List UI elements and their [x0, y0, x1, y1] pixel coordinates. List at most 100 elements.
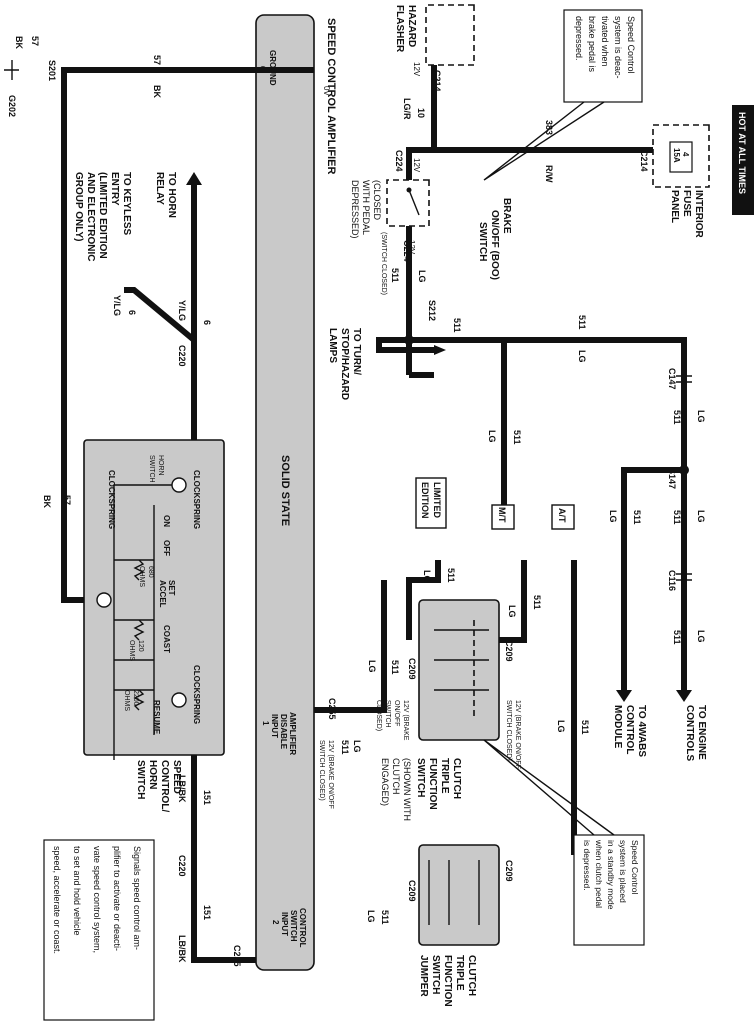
wire-151	[191, 755, 256, 963]
svg-text:OHMS: OHMS	[138, 566, 145, 587]
svg-text:SWITCH CLOSED): SWITCH CLOSED)	[505, 700, 512, 761]
arrow-horn-relay	[186, 172, 202, 185]
wire-bk-ground-label: BK	[14, 36, 24, 49]
horn-internal-branches	[114, 559, 154, 691]
svg-text:FUNCTION: FUNCTION	[427, 758, 438, 810]
clockspring-left-ring	[96, 592, 112, 608]
svg-text:SET: SET	[167, 580, 176, 596]
wire-511-c255-label: 511	[340, 740, 350, 755]
wire-6-label: 6	[202, 320, 212, 325]
dest-abs-label: TO 4WABS CONTROL MODULE	[612, 705, 647, 757]
clutch-jumper-label: CLUTCH TRIPLE FUNCTION SWITCH JUMPER	[418, 955, 477, 1007]
wire-lbbk-b-label: LB/BK	[177, 935, 187, 963]
boo-switch-label: BRAKE ON/OFF (BOO) SWITCH	[477, 198, 512, 280]
r120-label: 120 OHMS	[128, 640, 144, 661]
wire-rw-label: R/W	[544, 165, 554, 183]
voltage-12v-flasher: 12V	[412, 62, 421, 77]
hazard-flasher	[425, 4, 475, 66]
horn-switch-label: SPEED CONTROL/ HORN SWITCH	[135, 760, 182, 812]
hot-at-all-times-label: HOT AT ALL TIMES	[737, 112, 747, 194]
arrow-abs	[616, 690, 632, 702]
resistor-2200	[133, 689, 145, 711]
wire-lgr-label: LG/R	[402, 98, 412, 120]
svg-text:ON/OFF: ON/OFF	[393, 700, 400, 726]
svg-text:STOP/HAZARD: STOP/HAZARD	[339, 328, 350, 400]
wire-511-s147-label: 511	[672, 510, 682, 525]
svg-text:FLASHER: FLASHER	[394, 5, 405, 53]
wire-10-label: 10	[416, 108, 426, 118]
horn-note-box	[43, 839, 155, 1021]
svg-text:ACCEL: ACCEL	[158, 580, 167, 608]
clockspring-top: CLOCKSPRING	[192, 470, 201, 529]
hazard-flasher-label: HAZARD FLASHER	[394, 5, 417, 53]
svg-text:plifier to activate or deacti-: plifier to activate or deacti-	[112, 846, 122, 951]
option-limited-edition	[415, 477, 447, 529]
svg-text:SWITCH: SWITCH	[135, 760, 146, 799]
wire-6-keyless-label: 6	[127, 310, 137, 315]
connector-c147-mark	[676, 375, 692, 383]
svg-text:CONTROL/: CONTROL/	[159, 760, 170, 812]
svg-text:depressed.: depressed.	[574, 16, 584, 61]
limited-edition-label-1: LIMITED	[432, 482, 442, 518]
at-label: A/T	[557, 508, 567, 523]
svg-text:DEPRESSED): DEPRESSED)	[350, 180, 360, 239]
wire-511-mt	[499, 560, 527, 643]
solid-state-label: SOLID STATE	[279, 455, 291, 526]
boo-switch	[386, 179, 430, 227]
wire-lg-boo-label: LG	[417, 270, 427, 283]
on-label: ON	[162, 515, 171, 527]
wire-57-horn-label: 57	[62, 495, 72, 505]
wire-lg-jumper-label: LG	[366, 910, 376, 923]
wire-lg-c147-label: LG	[696, 410, 706, 423]
wire-lg-mt-label: LG	[507, 605, 517, 618]
svg-text:FUSE: FUSE	[681, 190, 692, 217]
svg-text:ON/OFF (BOO): ON/OFF (BOO)	[489, 210, 500, 280]
wire-bk-horn-label: BK	[42, 495, 52, 508]
option-at	[551, 504, 575, 530]
connector-c116-mark	[676, 573, 692, 581]
svg-text:CLUTCH: CLUTCH	[391, 758, 401, 795]
wire-57-top-label: 57	[152, 55, 162, 65]
svg-text:12V (BRAKE ON/OFF: 12V (BRAKE ON/OFF	[327, 740, 334, 809]
svg-text:TO ENGINE: TO ENGINE	[696, 705, 707, 760]
hot-at-all-times-banner	[732, 105, 754, 215]
connector-c214-fuse: C214	[639, 150, 649, 172]
connector-c255-b: C255	[232, 945, 242, 967]
svg-text:speed, accelerate or coast.: speed, accelerate or coast.	[52, 846, 62, 954]
svg-text:CLUTCH: CLUTCH	[451, 758, 462, 799]
svg-text:RELAY: RELAY	[154, 172, 165, 205]
svg-text:HORN: HORN	[147, 760, 158, 789]
clutch-switch-contacts	[434, 629, 489, 691]
set-accel-label: SET ACCEL	[158, 580, 176, 608]
wire-lg-s147-label: LG	[696, 510, 706, 523]
svg-text:Signals speed control am-: Signals speed control am-	[132, 846, 142, 950]
connector-c209-c: C209	[504, 860, 514, 882]
svg-text:OHMS: OHMS	[123, 690, 130, 711]
svg-text:680: 680	[147, 566, 154, 578]
clutch-switch-label: CLUTCH TRIPLE FUNCTION SWITCH	[415, 758, 462, 810]
svg-text:INTERIOR: INTERIOR	[693, 190, 704, 239]
connector-c147: C147	[667, 368, 677, 390]
svg-text:SWITCH: SWITCH	[289, 910, 298, 942]
svg-text:BRAKE: BRAKE	[501, 198, 512, 234]
connector-c209-b: C209	[407, 658, 417, 680]
connector-c224-top: C224	[394, 150, 404, 172]
splice-s212-label: S212	[427, 300, 437, 321]
wire-lg-c255-label: LG	[352, 740, 362, 753]
r680-label: 680 OHMS	[138, 566, 154, 587]
svg-text:(CLOSED: (CLOSED	[372, 180, 382, 221]
svg-text:FUNCTION: FUNCTION	[442, 955, 453, 1007]
svg-text:(LIMITED EDITION: (LIMITED EDITION	[97, 172, 108, 259]
wire-57-ground-label: 57	[30, 36, 40, 46]
svg-text:ENTRY: ENTRY	[109, 172, 120, 206]
boo-note-pointer	[483, 101, 605, 181]
svg-text:Speed Control: Speed Control	[630, 840, 640, 894]
wire-lbbk-label: LB/BK	[177, 775, 187, 803]
coast-label: COAST	[162, 625, 171, 653]
voltage-12v-boo-top: 12V	[412, 158, 421, 173]
svg-text:SPEED: SPEED	[171, 760, 182, 794]
wire-511-trunk	[409, 337, 507, 520]
option-mt	[491, 504, 515, 530]
svg-text:SWITCH: SWITCH	[148, 455, 155, 483]
